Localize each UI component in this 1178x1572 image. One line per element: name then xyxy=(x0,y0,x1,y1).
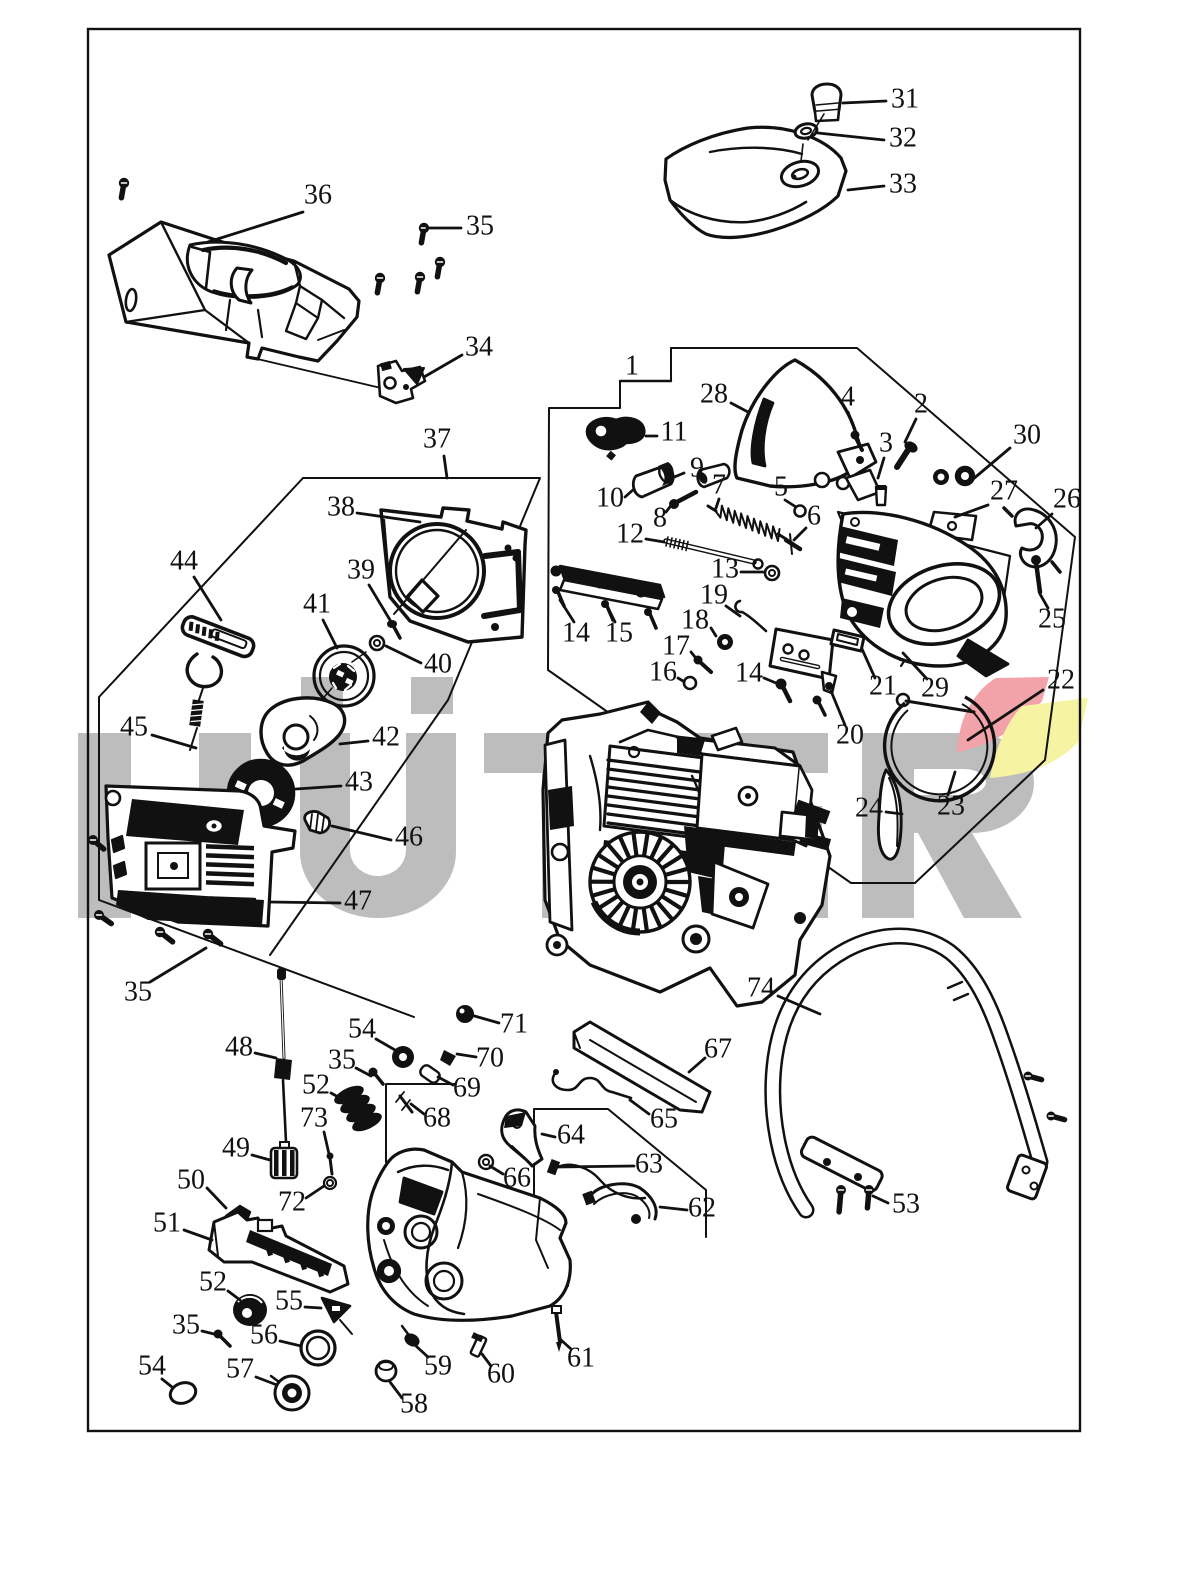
svg-text:33: 33 xyxy=(889,168,917,199)
svg-text:67: 67 xyxy=(704,1033,732,1064)
svg-text:42: 42 xyxy=(372,721,400,752)
svg-text:53: 53 xyxy=(892,1188,920,1219)
svg-text:3: 3 xyxy=(879,427,893,458)
svg-text:31: 31 xyxy=(891,83,919,114)
svg-text:26: 26 xyxy=(1053,483,1081,514)
svg-text:14: 14 xyxy=(562,617,590,648)
svg-text:2: 2 xyxy=(914,388,928,419)
svg-text:9: 9 xyxy=(690,452,704,483)
svg-text:58: 58 xyxy=(400,1388,428,1419)
svg-text:52: 52 xyxy=(199,1266,227,1297)
svg-text:11: 11 xyxy=(661,416,688,447)
svg-text:4: 4 xyxy=(841,381,855,412)
svg-text:63: 63 xyxy=(635,1148,663,1179)
svg-text:15: 15 xyxy=(605,617,633,648)
svg-text:68: 68 xyxy=(423,1102,451,1133)
svg-text:37: 37 xyxy=(423,423,451,454)
svg-text:34: 34 xyxy=(465,331,493,362)
svg-text:50: 50 xyxy=(177,1164,205,1195)
svg-text:25: 25 xyxy=(1038,603,1066,634)
svg-text:40: 40 xyxy=(424,648,452,679)
svg-text:64: 64 xyxy=(557,1119,585,1150)
svg-text:1: 1 xyxy=(625,350,639,381)
svg-text:54: 54 xyxy=(348,1013,376,1044)
svg-text:35: 35 xyxy=(172,1309,200,1340)
svg-text:57: 57 xyxy=(226,1353,254,1384)
svg-text:39: 39 xyxy=(347,554,375,585)
svg-text:61: 61 xyxy=(567,1342,595,1373)
svg-text:23: 23 xyxy=(937,790,965,821)
svg-text:35: 35 xyxy=(466,210,494,241)
svg-text:47: 47 xyxy=(344,885,372,916)
svg-text:10: 10 xyxy=(596,482,624,513)
svg-text:6: 6 xyxy=(807,500,821,531)
svg-text:69: 69 xyxy=(453,1072,481,1103)
svg-text:22: 22 xyxy=(1047,664,1075,695)
svg-text:71: 71 xyxy=(500,1008,528,1039)
svg-text:24: 24 xyxy=(855,792,883,823)
svg-text:19: 19 xyxy=(700,579,728,610)
svg-text:16: 16 xyxy=(649,656,677,687)
svg-text:72: 72 xyxy=(278,1186,306,1217)
svg-text:7: 7 xyxy=(712,469,726,500)
svg-text:54: 54 xyxy=(138,1350,166,1381)
svg-text:41: 41 xyxy=(303,588,331,619)
svg-text:35: 35 xyxy=(124,976,152,1007)
svg-text:48: 48 xyxy=(225,1031,253,1062)
svg-text:28: 28 xyxy=(700,378,728,409)
svg-text:51: 51 xyxy=(153,1207,181,1238)
svg-text:55: 55 xyxy=(275,1285,303,1316)
svg-text:70: 70 xyxy=(476,1042,504,1073)
svg-text:66: 66 xyxy=(503,1162,531,1193)
svg-text:49: 49 xyxy=(222,1132,250,1163)
svg-text:65: 65 xyxy=(650,1103,678,1134)
svg-text:60: 60 xyxy=(487,1358,515,1389)
svg-text:30: 30 xyxy=(1013,419,1041,450)
svg-text:73: 73 xyxy=(300,1102,328,1133)
svg-text:18: 18 xyxy=(681,604,709,635)
svg-text:59: 59 xyxy=(424,1350,452,1381)
svg-text:13: 13 xyxy=(711,553,739,584)
svg-text:38: 38 xyxy=(327,491,355,522)
svg-text:17: 17 xyxy=(662,630,690,661)
svg-text:43: 43 xyxy=(345,766,373,797)
svg-text:45: 45 xyxy=(120,711,148,742)
svg-text:44: 44 xyxy=(170,545,198,576)
svg-text:20: 20 xyxy=(836,719,864,750)
svg-text:8: 8 xyxy=(653,502,667,533)
svg-text:12: 12 xyxy=(616,518,644,549)
svg-text:46: 46 xyxy=(395,821,423,852)
svg-text:27: 27 xyxy=(990,475,1018,506)
svg-text:5: 5 xyxy=(774,471,788,502)
svg-text:32: 32 xyxy=(889,122,917,153)
svg-text:52: 52 xyxy=(302,1069,330,1100)
svg-text:74: 74 xyxy=(747,972,775,1003)
svg-text:56: 56 xyxy=(250,1319,278,1350)
svg-text:14: 14 xyxy=(735,657,763,688)
svg-text:36: 36 xyxy=(304,179,332,210)
svg-text:35: 35 xyxy=(328,1044,356,1075)
svg-text:62: 62 xyxy=(688,1192,716,1223)
